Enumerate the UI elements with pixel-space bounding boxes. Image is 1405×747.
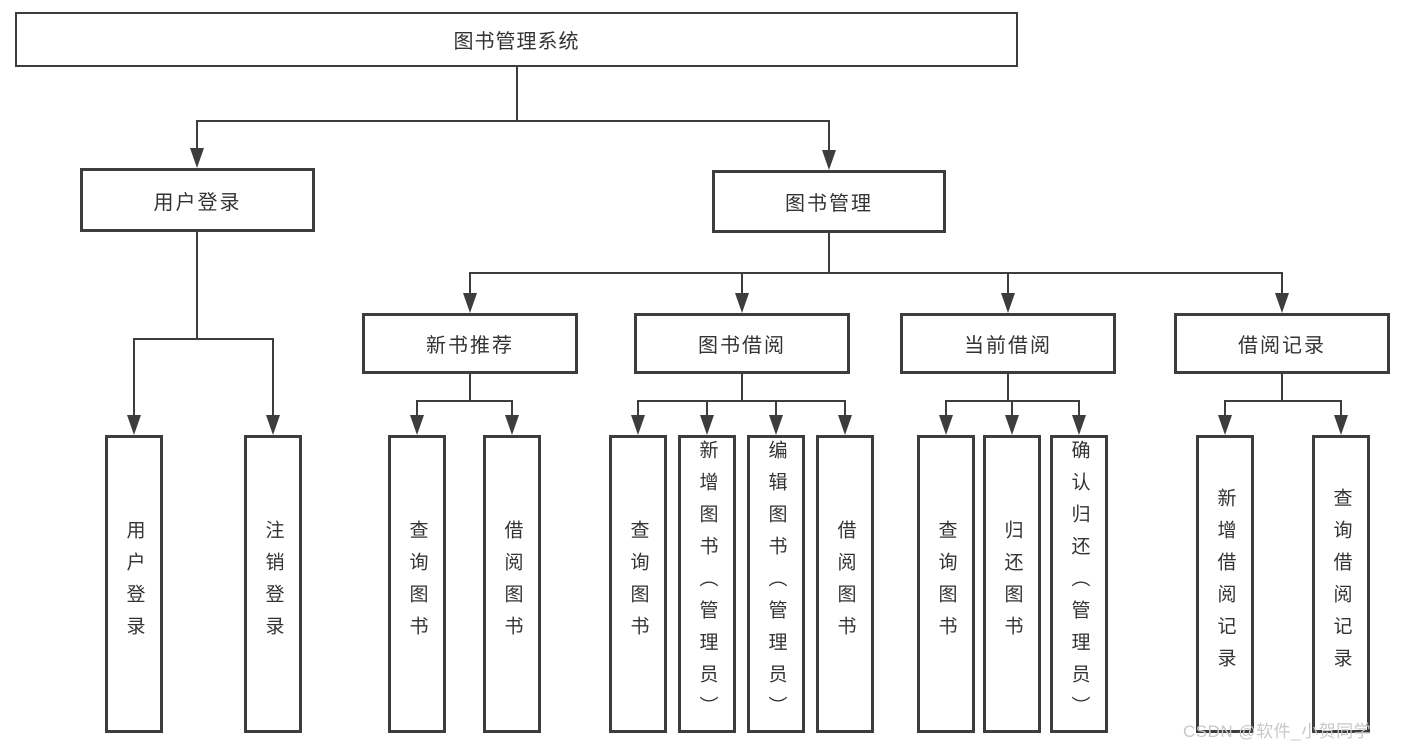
leaf-label: 查询图书 [627, 520, 649, 648]
leaf-label: 新增借阅记录 [1214, 488, 1236, 680]
connector-borrow-stem [741, 374, 743, 402]
node-label: 借阅记录 [1238, 335, 1326, 357]
connector-book-mgmt-drop-2 [741, 272, 743, 295]
node-book-management-label: 图书管理 [785, 193, 873, 215]
arrow-down-icon [631, 415, 645, 435]
connector-root-rail [197, 120, 830, 122]
node-root: 图书管理系统 [15, 12, 1018, 67]
leaf-label: 新增图书（管理员） [696, 440, 718, 728]
connector-book-mgmt-rail [470, 272, 1282, 274]
arrow-down-icon [1218, 415, 1232, 435]
connector-current-rail [946, 400, 1080, 402]
arrow-down-icon [505, 415, 519, 435]
node-label: 图书借阅 [698, 335, 786, 357]
connector-borrow-drop-2 [706, 400, 708, 417]
connector-root-drop-right [828, 120, 830, 152]
connector-records-rail [1225, 400, 1342, 402]
connector-borrow-rail [638, 400, 846, 402]
leaf-logout-login: 注销登录 [244, 435, 302, 733]
node-book-borrowing: 图书借阅 [634, 313, 850, 374]
arrow-down-icon [266, 415, 280, 435]
leaf-query-books-current: 查询图书 [917, 435, 975, 733]
arrow-down-icon [1275, 293, 1289, 313]
csdn-watermark: CSDN @软件_小贺同学 [1183, 722, 1372, 741]
node-new-book-recommendation: 新书推荐 [362, 313, 578, 374]
arrow-down-icon [410, 415, 424, 435]
leaf-borrow-books-recommend: 借阅图书 [483, 435, 541, 733]
leaf-confirm-return-admin: 确认归还（管理员） [1050, 435, 1108, 733]
node-label: 新书推荐 [426, 335, 514, 357]
connector-current-stem [1007, 374, 1009, 402]
connector-records-drop-1 [1224, 400, 1226, 417]
arrow-down-icon [700, 415, 714, 435]
connector-recommend-drop-1 [416, 400, 418, 417]
node-user-login: 用户登录 [80, 168, 315, 232]
connector-book-mgmt-drop-4 [1281, 272, 1283, 295]
leaf-label: 借阅图书 [834, 520, 856, 648]
arrow-down-icon [1334, 415, 1348, 435]
connector-borrow-drop-4 [844, 400, 846, 417]
node-user-login-label: 用户登录 [153, 191, 242, 214]
connector-user-login-drop-1 [133, 338, 135, 417]
arrow-down-icon [463, 293, 477, 313]
leaf-query-books-recommend: 查询图书 [388, 435, 446, 733]
leaf-label: 借阅图书 [501, 520, 523, 648]
node-label: 当前借阅 [964, 335, 1052, 357]
connector-current-drop-2 [1011, 400, 1013, 417]
connector-book-mgmt-stem [828, 233, 830, 272]
node-root-label: 图书管理系统 [453, 31, 580, 53]
connector-book-mgmt-drop-1 [469, 272, 471, 295]
arrow-down-icon [822, 150, 836, 170]
arrow-down-icon [190, 148, 204, 168]
node-borrowing-records: 借阅记录 [1174, 313, 1390, 374]
leaf-user-login: 用户登录 [105, 435, 163, 733]
node-current-borrowing: 当前借阅 [900, 313, 1116, 374]
leaf-borrow-books-borrow: 借阅图书 [816, 435, 874, 733]
connector-root-drop-left [196, 120, 198, 150]
leaf-query-borrow-record: 查询借阅记录 [1312, 435, 1370, 733]
connector-user-login-stem [196, 232, 198, 338]
arrow-down-icon [127, 415, 141, 435]
leaf-label: 编辑图书（管理员） [765, 440, 787, 728]
connector-current-drop-3 [1078, 400, 1080, 417]
connector-user-login-rail [134, 338, 274, 340]
leaf-label: 归还图书 [1001, 520, 1023, 648]
connector-current-drop-1 [945, 400, 947, 417]
arrow-down-icon [1072, 415, 1086, 435]
leaf-query-books-borrow: 查询图书 [609, 435, 667, 733]
leaf-label: 查询借阅记录 [1330, 488, 1352, 680]
arrow-down-icon [769, 415, 783, 435]
leaf-label: 注销登录 [262, 520, 284, 648]
connector-records-drop-2 [1340, 400, 1342, 417]
connector-user-login-drop-2 [272, 338, 274, 417]
leaf-label: 用户登录 [123, 520, 145, 648]
connector-borrow-drop-1 [637, 400, 639, 417]
arrow-down-icon [1005, 415, 1019, 435]
node-book-management: 图书管理 [712, 170, 946, 233]
arrow-down-icon [838, 415, 852, 435]
connector-book-mgmt-drop-3 [1007, 272, 1009, 295]
leaf-label: 查询图书 [935, 520, 957, 648]
leaf-edit-books-admin: 编辑图书（管理员） [747, 435, 805, 733]
connector-recommend-drop-2 [511, 400, 513, 417]
arrow-down-icon [1001, 293, 1015, 313]
arrow-down-icon [735, 293, 749, 313]
connector-recommend-stem [469, 374, 471, 402]
connector-root-stem [516, 67, 518, 120]
leaf-add-borrow-record: 新增借阅记录 [1196, 435, 1254, 733]
connector-records-stem [1281, 374, 1283, 402]
leaf-return-books: 归还图书 [983, 435, 1041, 733]
connector-recommend-rail [417, 400, 513, 402]
leaf-label: 确认归还（管理员） [1068, 440, 1090, 728]
arrow-down-icon [939, 415, 953, 435]
leaf-label: 查询图书 [406, 520, 428, 648]
connector-borrow-drop-3 [775, 400, 777, 417]
leaf-add-books-admin: 新增图书（管理员） [678, 435, 736, 733]
